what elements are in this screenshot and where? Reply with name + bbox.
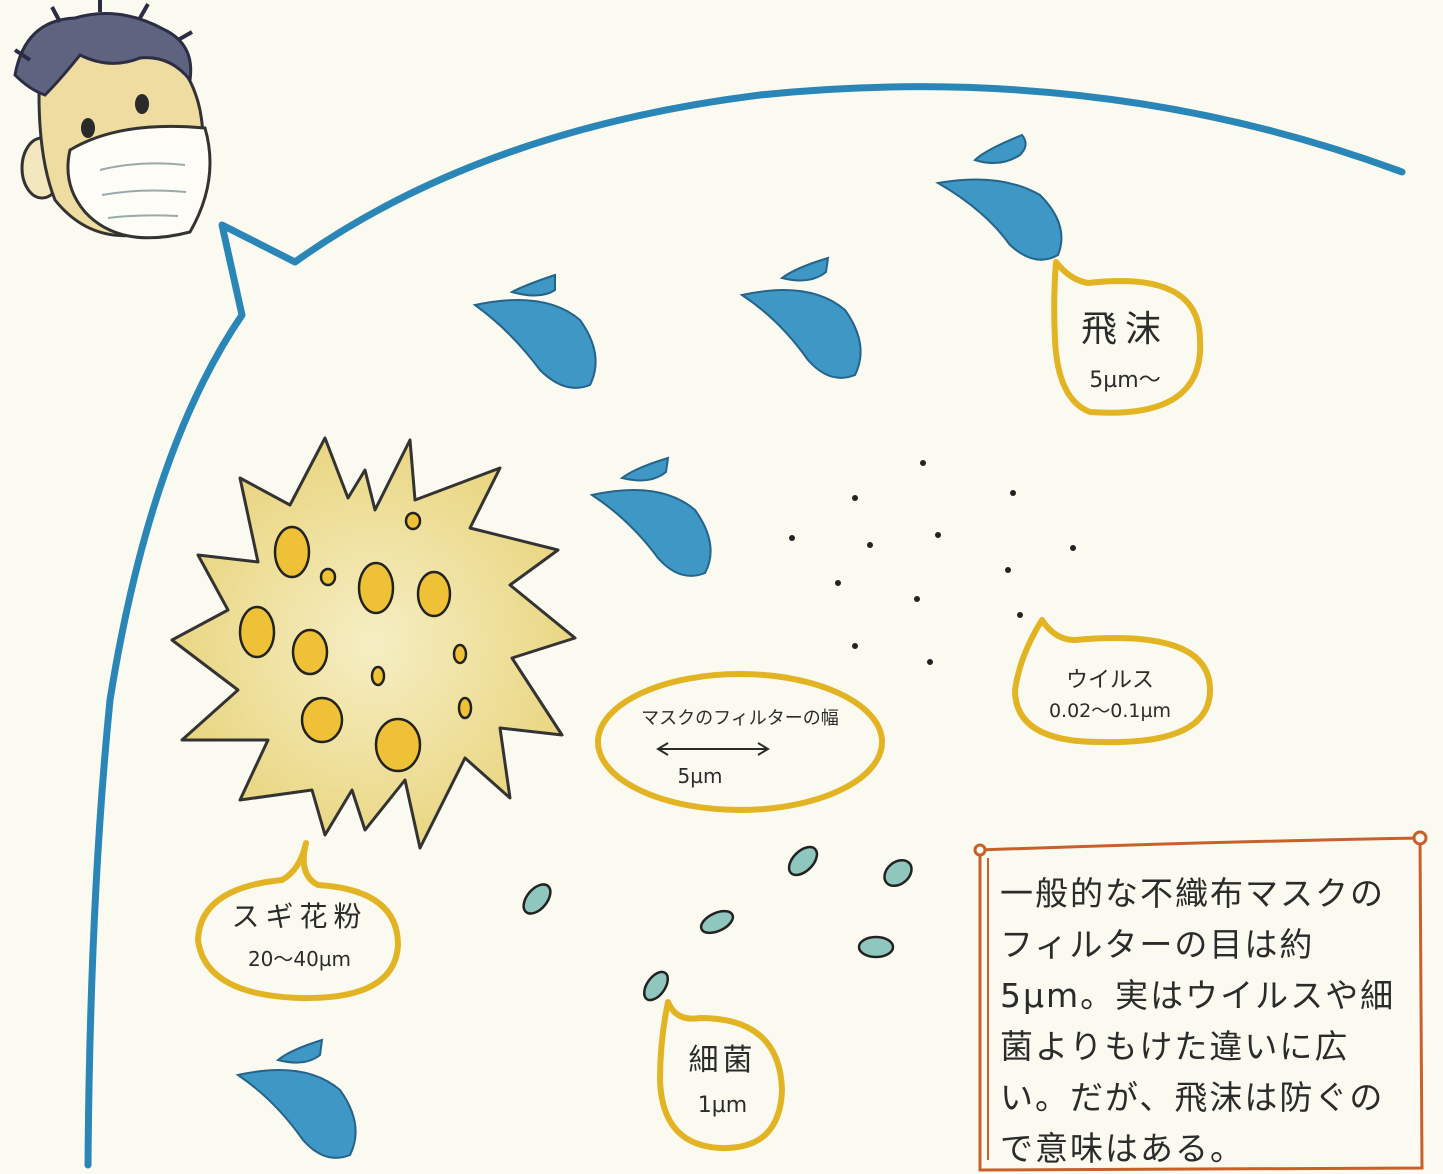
filter-label-bubble [595, 671, 885, 813]
pollen-label-bubble [195, 840, 401, 1002]
pollen-name: スギ花粉 [231, 900, 368, 933]
virus-size: 0.02〜0.1µm [1048, 700, 1172, 722]
person-with-mask-icon [13, 0, 212, 240]
bacteria-label-bubble [657, 999, 785, 1152]
label-bubbles [195, 259, 1213, 1152]
droplet-label-bubble [1051, 259, 1204, 416]
droplet-size: 5µm〜 [1089, 368, 1161, 393]
droplets [235, 133, 1063, 1159]
cedar-pollen-icon [170, 436, 577, 850]
bacteria-particles [522, 845, 913, 1002]
droplet-label: 飛沫 5µm〜 [1060, 300, 1190, 394]
bacteria-label: 細菌 1µm [670, 1035, 775, 1118]
virus-particles [789, 460, 1076, 665]
filter-width-arrow [656, 742, 770, 756]
virus-name: ウイルス [1065, 668, 1154, 693]
pollen-size: 20〜40µm [247, 947, 352, 971]
virus-label-bubble [1012, 617, 1213, 746]
explanation-note: 一般的な不織布マスクのフィルターの目は約5µm。実はウイルスや細菌よりもけた違い… [1000, 874, 1396, 1168]
virus-label: ウイルス 0.02〜0.1µm [1020, 662, 1200, 723]
exhale-arc [84, 83, 1406, 1169]
filter-label-size: 5µm [677, 764, 723, 788]
droplet-name: 飛沫 [1080, 309, 1169, 350]
pollen-label: スギ花粉 20〜40µm [212, 895, 387, 972]
bacteria-name: 細菌 [688, 1043, 757, 1078]
filter-label-title: マスクのフィルターの幅 [641, 708, 839, 729]
note-frame [973, 830, 1428, 1172]
bacteria-size: 1µm [697, 1093, 748, 1118]
